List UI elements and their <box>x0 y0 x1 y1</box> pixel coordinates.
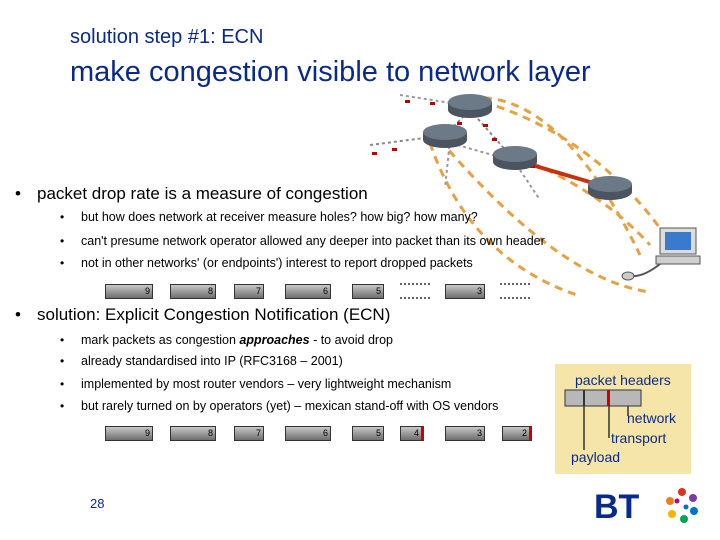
page-number: 28 <box>90 496 105 511</box>
router-icon <box>493 146 537 170</box>
svg-text:BT: BT <box>594 488 640 526</box>
bullet-main: •packet drop rate is a measure of conges… <box>15 184 368 203</box>
marked-packet: 4 <box>400 426 424 441</box>
bullet-main: •solution: Explicit Congestion Notificat… <box>15 305 391 324</box>
packet-headers-legend <box>555 364 691 474</box>
packet: 7 <box>234 426 264 441</box>
router-icon <box>588 176 632 200</box>
legend-network: network <box>627 410 677 426</box>
packet: 6 <box>285 426 331 441</box>
packet: 7 <box>234 284 264 299</box>
dropped-packet <box>400 283 430 299</box>
bullet-sub: •mark packets as congestion approaches -… <box>60 333 393 347</box>
packet: 3 <box>445 284 485 299</box>
legend-payload: payload <box>571 449 621 465</box>
bullet-sub: •but how does network at receiver measur… <box>60 210 478 224</box>
packet: 9 <box>105 284 153 299</box>
route-arc-1 <box>469 96 667 236</box>
router-icon <box>423 124 467 148</box>
slide-title: make congestion visible to network layer <box>70 56 591 88</box>
route-arc-4 <box>428 142 581 298</box>
packet: 5 <box>352 284 384 299</box>
packet: 8 <box>170 284 216 299</box>
link <box>519 169 541 201</box>
packet: 6 <box>285 284 331 299</box>
link <box>444 139 451 189</box>
bullet-sub: •implemented by most router vendors – ve… <box>60 377 452 391</box>
bt-logo: BT <box>594 485 702 526</box>
computer-icon <box>621 227 701 281</box>
bullet-sub: •can't presume network operator allowed … <box>60 234 545 248</box>
slide-subtitle: solution step #1: ECN <box>70 26 264 48</box>
legend-transport: transport <box>611 430 667 446</box>
bullet-sub: •but rarely turned on by operators (yet)… <box>60 399 499 413</box>
header-diagram <box>564 389 642 450</box>
legend-packet-headers: packet headers <box>575 372 671 388</box>
route-arc-5 <box>519 156 652 247</box>
packet: 3 <box>445 426 485 441</box>
marked-packet: 2 <box>502 426 532 441</box>
dropped-packet <box>500 283 530 299</box>
bullet-sub: •not in other networks' (or endpoints') … <box>60 256 473 270</box>
route-arc-3 <box>438 139 651 294</box>
packet: 8 <box>170 426 216 441</box>
packet: 5 <box>352 426 384 441</box>
bullet-sub: •already standardised into IP (RFC3168 –… <box>60 354 343 368</box>
router-icon <box>448 94 492 118</box>
packet: 9 <box>105 426 153 441</box>
